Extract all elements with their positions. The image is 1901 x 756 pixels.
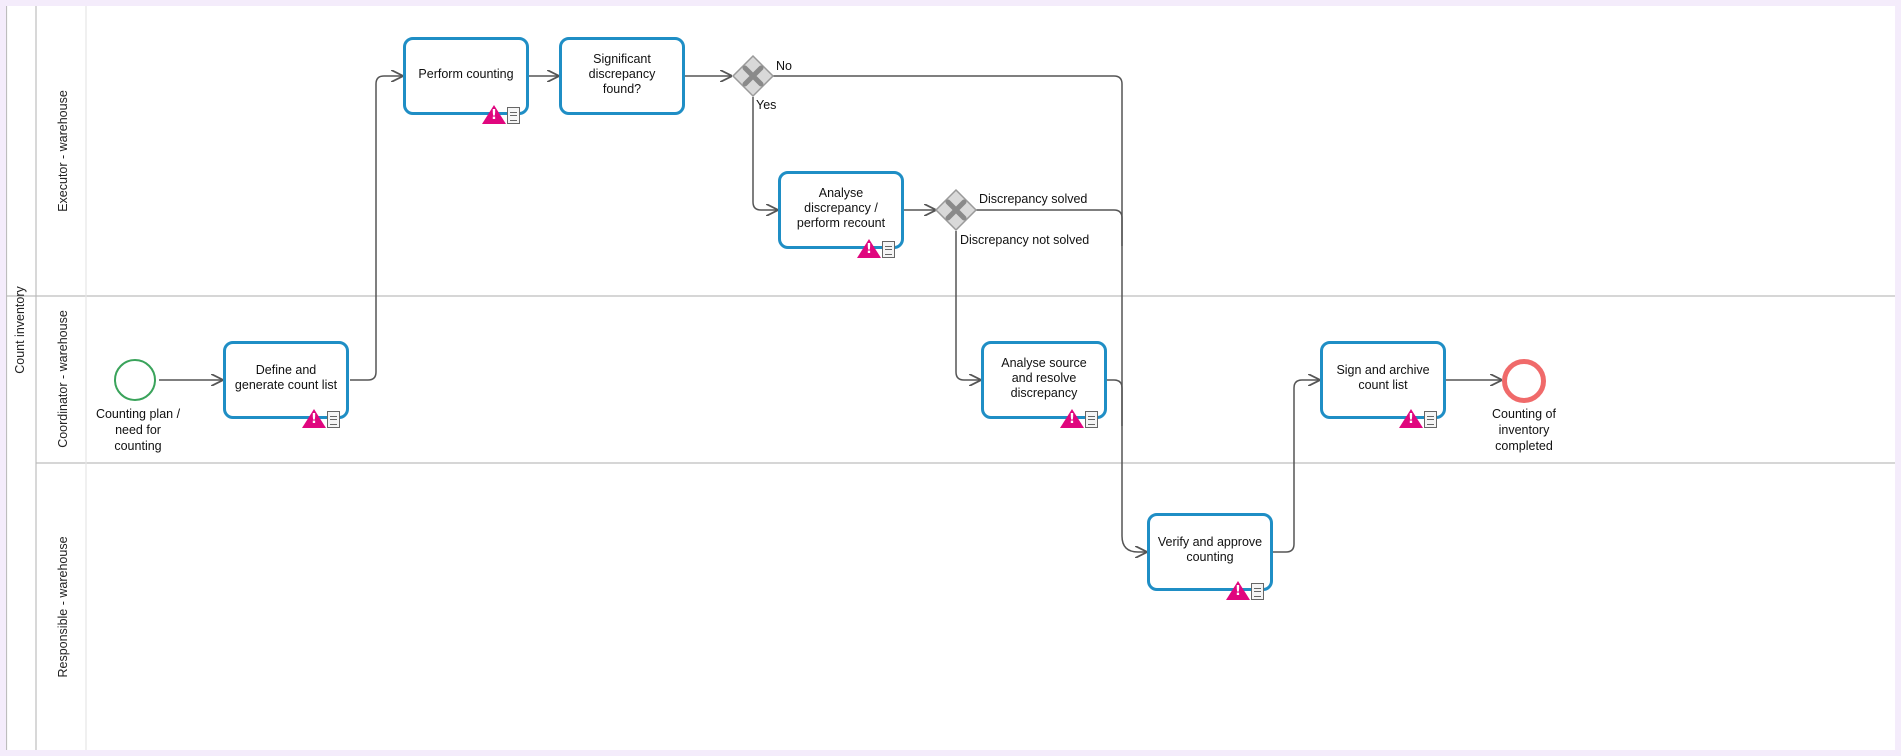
task-markers: [1060, 409, 1098, 428]
flow-label-discrepancy-not-solved: Discrepancy not solved: [960, 233, 1090, 247]
pool-label: Count inventory: [13, 286, 27, 374]
task-markers: [857, 239, 895, 258]
warning-triangle-icon: [302, 409, 326, 428]
gateway-discrepancy-solved[interactable]: [934, 188, 978, 232]
start-event[interactable]: [114, 359, 156, 401]
warning-triangle-icon: [1399, 409, 1423, 428]
flow-gateway1-no: [772, 75, 1146, 552]
gateway-discrepancy-found[interactable]: [731, 54, 775, 98]
gateway-x-icon: [945, 199, 967, 221]
task-label: Verify and approve counting: [1157, 535, 1263, 564]
flow-label-yes: Yes: [756, 98, 777, 112]
flow-define-to-perform: [350, 76, 402, 381]
task-verify-approve[interactable]: Verify and approve counting: [1147, 513, 1273, 600]
warning-triangle-icon: [1226, 581, 1250, 600]
document-icon: [507, 107, 520, 124]
task-label: Analyse discrepancy / perform recount: [796, 185, 886, 230]
lane-label-coordinator: Coordinator - warehouse: [56, 310, 70, 448]
task-analyse-source[interactable]: Analyse source and resolve discrepancy: [981, 341, 1107, 428]
flow-source-to-verify: [1106, 379, 1123, 426]
flow-label-discrepancy-solved: Discrepancy solved: [979, 192, 1088, 206]
bpmn-diagram: Count inventory Executor - warehouse Coo…: [6, 6, 1895, 750]
flow-gateway2-solved: [976, 209, 1123, 246]
flow-verify-to-sign: [1271, 380, 1319, 553]
gateway-x-icon: [742, 65, 764, 87]
flow-gateway1-yes: [752, 97, 777, 210]
document-icon: [1251, 583, 1264, 600]
task-label: Sign and archive count list: [1336, 363, 1430, 392]
diagram-lines: [6, 6, 1895, 750]
task-define-count-list[interactable]: Define and generate count list: [223, 341, 349, 428]
warning-triangle-icon: [1060, 409, 1084, 428]
lane-label-responsible: Responsible - warehouse: [56, 536, 70, 678]
task-label: Significant discrepancy found?: [588, 51, 656, 96]
document-icon: [1424, 411, 1437, 428]
task-markers: [302, 409, 340, 428]
start-event-label: Counting plan / need for counting: [95, 407, 181, 453]
end-event[interactable]: [1502, 359, 1546, 403]
task-analyse-discrepancy[interactable]: Analyse discrepancy / perform recount: [778, 171, 904, 258]
flow-gateway2-not-solved: [955, 231, 980, 380]
document-icon: [327, 411, 340, 428]
document-icon: [882, 241, 895, 258]
flow-label-no: No: [776, 59, 792, 73]
task-significant-discrepancy[interactable]: Significant discrepancy found?: [559, 37, 685, 115]
document-icon: [1085, 411, 1098, 428]
lane-label-executor: Executor - warehouse: [56, 90, 70, 212]
task-perform-counting[interactable]: Perform counting: [403, 37, 529, 124]
warning-triangle-icon: [482, 105, 506, 124]
task-label: Define and generate count list: [234, 363, 338, 392]
task-sign-archive[interactable]: Sign and archive count list: [1320, 341, 1446, 428]
task-label: Perform counting: [418, 66, 514, 81]
task-label: Analyse source and resolve discrepancy: [1001, 355, 1087, 400]
task-markers: [482, 105, 520, 124]
task-markers: [1399, 409, 1437, 428]
warning-triangle-icon: [857, 239, 881, 258]
end-event-label: Counting of inventory completed: [1492, 407, 1556, 453]
task-markers: [1226, 581, 1264, 600]
